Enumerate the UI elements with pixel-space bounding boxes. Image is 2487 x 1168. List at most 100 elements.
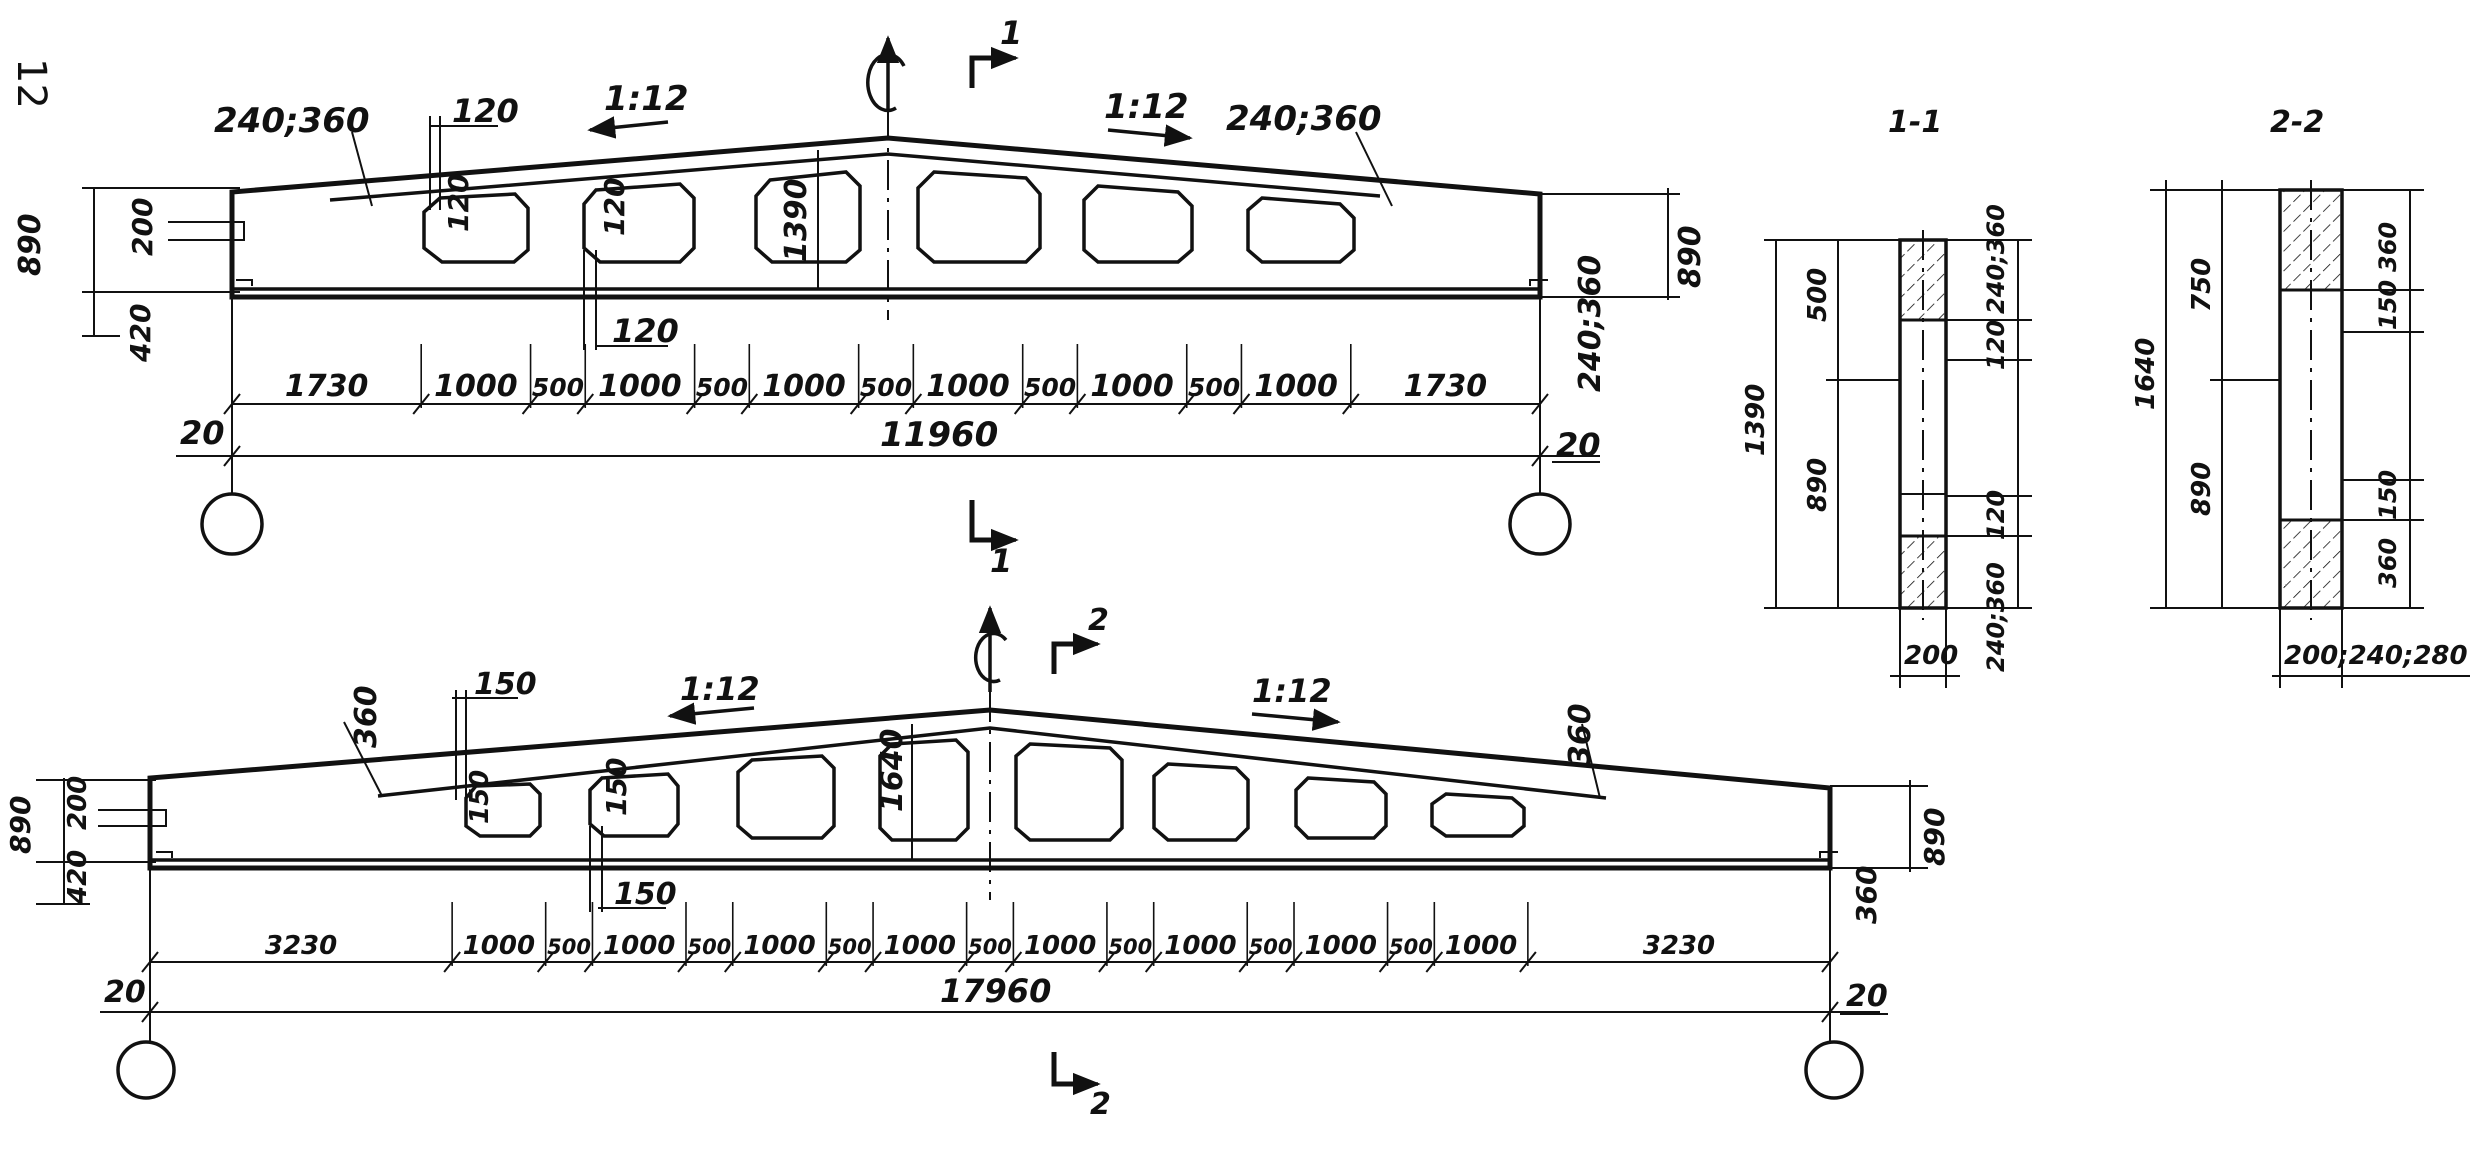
beam-2-span-ticks: [141, 902, 1839, 973]
beam-2-span-label: 1000: [743, 931, 815, 961]
beam-1-opening: [1082, 184, 1194, 264]
beam-2-cut-label-bottom: 2: [1090, 1087, 1111, 1122]
section-2-2: 2-2 1640 750 890 360 150 150 360 200;240…: [2131, 105, 2470, 688]
beam-2-mid-height: 1640: [875, 729, 910, 813]
beam-2-cut-mark-top: [1051, 641, 1080, 674]
beam-1-end-420: 420: [124, 304, 157, 363]
beam-1-support-right-offset: 20: [1556, 426, 1601, 464]
beam-2-span-label: 1000: [1164, 931, 1236, 961]
beam-2-web-150-a: 150: [465, 770, 495, 824]
beam-2-end-360-right: 360: [1850, 866, 1883, 924]
beam-1-cut-mark-bottom: [969, 500, 1002, 543]
beam-2-opening: [1152, 762, 1250, 842]
beam-2-span-label: 500: [1249, 935, 1293, 959]
beam-1-web-120-a: 120: [442, 174, 475, 232]
beam-2-top-chord-inner: [377, 726, 1607, 800]
beam-2-end-flange-right-leader: [1581, 723, 1601, 799]
beam-2-span-label: 500: [968, 935, 1012, 959]
beam-1-span-label: 1000: [1090, 369, 1174, 404]
beam-2-slope-arrow-left: [667, 702, 755, 725]
section-1-1-total: 1390: [1741, 384, 1771, 456]
beam-2-outline: [147, 707, 1833, 871]
beam-1-anchor-left: [168, 221, 245, 241]
beam-2-total-tick-left: [141, 1001, 159, 1023]
beam-2-end-flange-left-leader: [343, 721, 383, 797]
beam-1-anchor-left-plate: [236, 279, 253, 286]
page-number: 12: [8, 58, 54, 109]
beam-2-end-890-right: 890: [1918, 808, 1951, 866]
beam-1-flange-right: 240;360: [1226, 99, 1382, 139]
section-2-2-width: 200;240;280: [2284, 641, 2468, 671]
beam-2-support-right: [1804, 1040, 1864, 1100]
beam-2-opening: [1430, 792, 1526, 838]
beam-1-outline: [229, 135, 1543, 300]
beam-2-span-label: 500: [828, 935, 872, 959]
beam-2-total-tick-right: [1821, 1001, 1839, 1023]
beam-2-end-flange-left: 360: [349, 685, 384, 748]
beam-2-span-label: 1000: [884, 931, 956, 961]
beam-1-end-200: 200: [126, 198, 159, 256]
beam-1-end-890-left: 890: [13, 213, 48, 276]
section-2-2-top-flange-label: 360: [2374, 222, 2402, 272]
beam-2-web-150-c: 150: [614, 877, 677, 912]
beam-1-span-label: 1000: [434, 369, 518, 404]
beam-1-flange-right-leader: [1355, 131, 1393, 207]
beam-2-span-label: 1000: [463, 931, 535, 961]
section-1-1-web-top-label: 120: [1982, 320, 2010, 370]
beam-2-end-200: 200: [63, 776, 93, 830]
beam-1-flange-left-leader: [351, 131, 373, 207]
beam-2-span-label: 500: [687, 935, 731, 959]
beam-2-web-150-b: 150: [600, 758, 633, 816]
beam-2-span-label: 500: [1108, 935, 1152, 959]
beam-1-mid-height: 1390: [779, 179, 814, 263]
beam-2-span-label: 3230: [265, 931, 337, 961]
beam-2-web-150-top: 150: [474, 667, 537, 702]
beam-1-opening: [916, 170, 1042, 264]
beam-1-support-left-offset: 20: [180, 414, 225, 452]
beam-2-opening: [588, 772, 680, 838]
beam-1-end-right-240-360: 240;360: [1573, 255, 1608, 392]
beam-1-top-chord-inner: [329, 152, 1381, 202]
section-1-1-top-flange-label: 240;360: [1982, 204, 2010, 314]
beam-1-span-label: 500: [860, 373, 912, 402]
beam-1-cut-label-top: 1: [1000, 14, 1022, 52]
beam-1-slope-left: 1:12: [604, 79, 689, 119]
beam-2-cut-mark-bottom: [1051, 1052, 1080, 1087]
section-1-1-upper: 500: [1803, 268, 1833, 322]
beam-2-slope-left: 1:12: [680, 670, 760, 708]
section-1-1-bottom-flange-label: 240;360: [1982, 562, 2010, 672]
beam-1-flange-left: 240;360: [214, 101, 370, 141]
section-2-2-web-top-label: 150: [2374, 280, 2402, 330]
beam-1-span-label: 1730: [1404, 369, 1488, 404]
beam-1-slope-right: 1:12: [1104, 87, 1189, 127]
beam-1-elevation: 1 1 1:12 1:12 240;360 240;360 120 120 12…: [13, 14, 1708, 580]
beam-1-span-label: 1730: [285, 369, 369, 404]
beam-1-total-length: 11960: [880, 415, 998, 455]
section-2-2-upper: 750: [2187, 258, 2217, 312]
beam-2-span-label: 500: [547, 935, 591, 959]
section-1-1-width: 200: [1904, 641, 1958, 671]
beam-1-support-right: [1508, 492, 1572, 556]
beam-2-end-420: 420: [63, 850, 93, 905]
beam-2-total-length: 17960: [940, 972, 1051, 1010]
beam-2-span-label: 3230: [1643, 931, 1715, 961]
beam-1-support-left: [200, 492, 264, 556]
beam-1-span-label: 500: [1188, 373, 1240, 402]
beam-2-anchor-right-plate: [1819, 851, 1838, 858]
beam-2-opening: [878, 738, 970, 842]
beam-1-span-label: 1000: [598, 369, 682, 404]
beam-2-span-label: 1000: [1305, 931, 1377, 961]
beam-2-span-label: 1000: [1024, 931, 1096, 961]
beam-1-span-label: 500: [1024, 373, 1076, 402]
beam-1-end-890-right: 890: [1673, 225, 1708, 288]
beam-1-span-ticks: [223, 344, 1549, 415]
beam-1-rotation-icon: [866, 52, 906, 113]
beam-1-web-120-b: 120: [598, 178, 631, 236]
beam-2-span-label: 1000: [1445, 931, 1517, 961]
beam-2-end-890-left: 890: [4, 796, 37, 854]
beam-2-span-label: 1000: [603, 931, 675, 961]
beam-2-slope-right: 1:12: [1252, 672, 1332, 710]
beam-1-opening: [1246, 196, 1356, 264]
beam-2-end-flange-right: 360: [1563, 703, 1598, 766]
